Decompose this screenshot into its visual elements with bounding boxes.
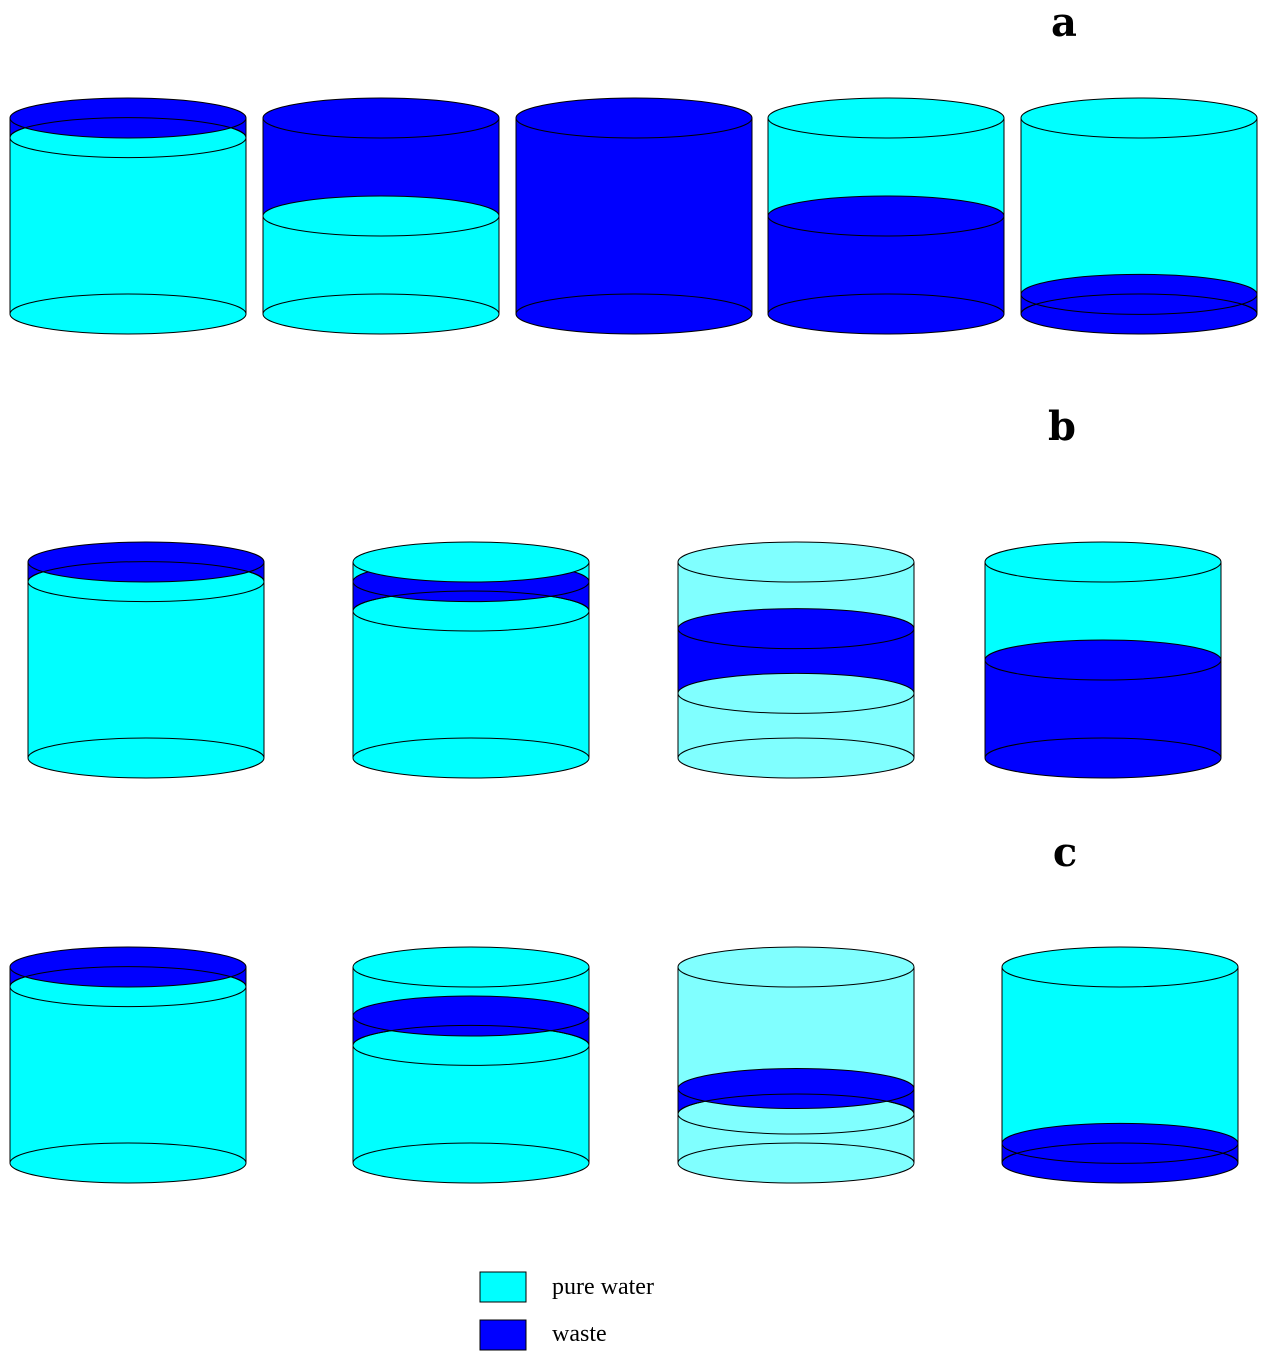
tank-b-3: [677, 541, 915, 779]
tank-layer-pure-water: [1021, 118, 1257, 315]
panel-label-b: b: [1048, 403, 1076, 450]
tank-surface-light-water: [677, 946, 915, 988]
tank-base: [767, 293, 1005, 335]
tank-surface-light-water: [677, 541, 915, 583]
tank-layer-rim: [1001, 1142, 1239, 1164]
legend-label-pure-water: pure water: [552, 1274, 654, 1300]
tank-base: [677, 737, 915, 779]
tank-b-1: [27, 541, 265, 779]
tank-surface-waste: [352, 995, 590, 1037]
tank-base: [352, 1142, 590, 1184]
tank-c-1: [9, 946, 247, 1184]
tank-b-2: [352, 541, 590, 779]
tank-layer-pure-water: [1002, 967, 1238, 1164]
tank-layer-pure-water: [28, 581, 264, 778]
tank-layer-waste: [516, 118, 752, 334]
tank-surface-pure-water: [767, 97, 1005, 139]
legend-swatch-pure-water: [479, 1271, 527, 1303]
tank-layer-rim: [352, 1024, 590, 1046]
tank-a-3: [515, 97, 753, 335]
legend-label-waste: waste: [552, 1321, 607, 1347]
tank-b-4: [984, 541, 1222, 779]
tanks-layer: [9, 97, 1258, 1184]
tank-base: [515, 293, 753, 335]
legend-swatch-waste: [479, 1319, 527, 1351]
tank-surface-waste: [677, 1068, 915, 1110]
tank-c-3: [677, 946, 915, 1184]
tank-layer-rim: [9, 117, 247, 138]
tank-surface-pure-water: [1001, 946, 1239, 988]
tank-layer-rim: [1020, 293, 1258, 315]
panel-label-a: a: [1051, 0, 1077, 46]
tank-layer-rim: [27, 561, 265, 582]
tank-base: [9, 293, 247, 335]
tank-surface-pure-water: [984, 541, 1222, 583]
tank-surface-waste: [984, 639, 1222, 681]
tank-base: [352, 737, 590, 779]
tank-a-1: [9, 97, 247, 335]
tank-a-4: [767, 97, 1005, 335]
tank-base: [27, 737, 265, 779]
tank-c-2: [352, 946, 590, 1184]
tank-surface-pure-water: [352, 946, 590, 988]
tank-base: [9, 1142, 247, 1184]
tank-base: [984, 737, 1222, 779]
tank-base: [262, 293, 500, 335]
tank-layer-pure-water: [353, 611, 589, 778]
tank-surface-pure-water: [262, 195, 500, 237]
tank-layer-pure-water: [10, 986, 246, 1183]
tank-surface-pure-water: [352, 541, 590, 583]
tank-surface-light-water: [677, 672, 915, 714]
tank-surface-waste: [515, 97, 753, 139]
tank-a-5: [1020, 97, 1258, 335]
tank-surface-pure-water: [1020, 97, 1258, 139]
tank-layer-pure-water: [10, 137, 246, 334]
tank-c-4: [1001, 946, 1239, 1184]
tank-surface-waste: [262, 97, 500, 139]
panel-label-c: c: [1053, 829, 1077, 876]
tank-surface-waste: [677, 608, 915, 650]
tank-a-2: [262, 97, 500, 335]
tank-layer-rim: [352, 590, 590, 612]
tank-base: [677, 1142, 915, 1184]
tank-surface-waste: [767, 195, 1005, 237]
tank-layer-rim: [9, 966, 247, 987]
legend: pure water waste: [479, 1271, 654, 1351]
tank-layer-rim: [677, 1093, 915, 1115]
